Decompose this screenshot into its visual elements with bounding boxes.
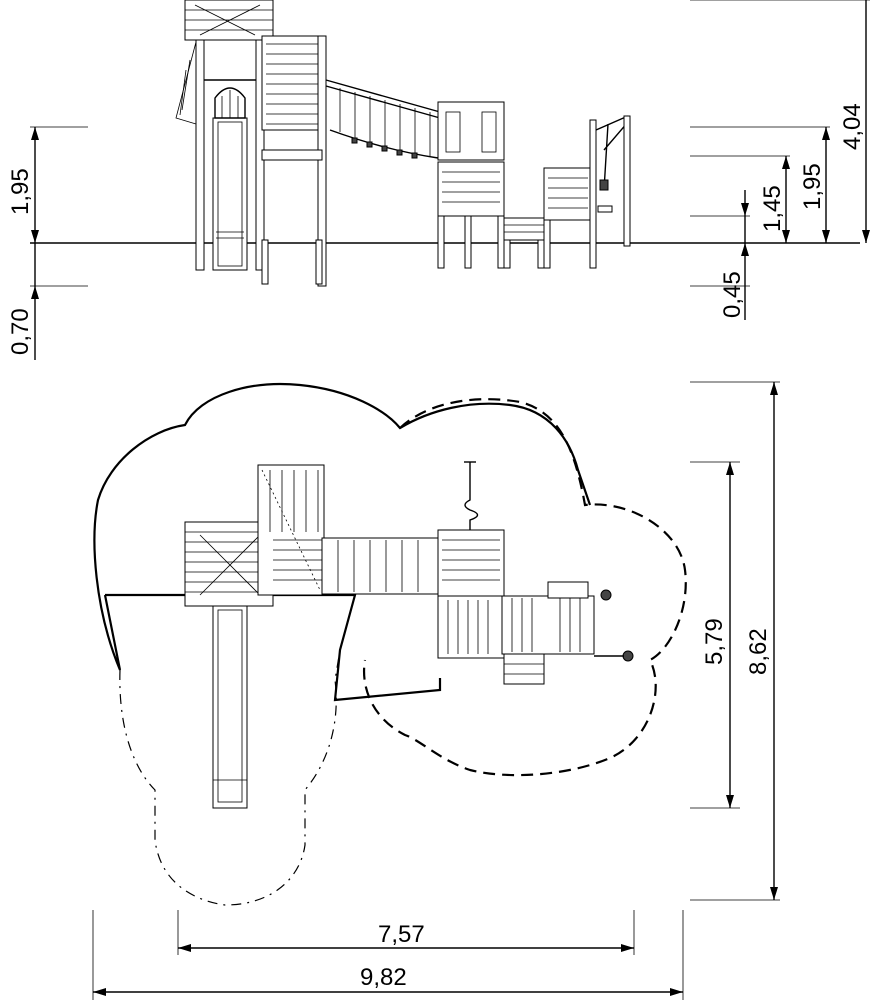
dim-right-total: 4,04	[839, 103, 866, 150]
dim-plan-width-equipment: 7,57	[378, 921, 425, 948]
dim-right-h2: 1,45	[759, 185, 786, 232]
safety-zone-left-dash	[119, 649, 341, 906]
plan-view: 7,57 9,82 5,79 8,62	[92, 381, 780, 1000]
plan-third-platform	[501, 581, 634, 685]
dim-left-height: 1,95	[7, 168, 34, 215]
climbing-tower	[261, 35, 327, 287]
crane-tower	[543, 115, 631, 269]
dim-plan-depth-total: 8,62	[745, 628, 772, 675]
dim-right-h1: 1,95	[799, 163, 826, 210]
elevation-dims-right	[690, 0, 870, 320]
plan-bridge	[321, 537, 441, 595]
safety-zone-right-dash	[362, 398, 687, 777]
dim-plan-depth-equipment: 5,79	[701, 618, 728, 665]
rope-bridge	[325, 79, 441, 159]
dim-right-depth: 0,45	[719, 271, 746, 318]
safety-zone-slide-outline	[105, 593, 442, 702]
second-tower	[437, 101, 545, 269]
safety-zone-solid	[93, 383, 592, 671]
plan-second-platform	[437, 461, 505, 659]
elevation-dims-left	[30, 126, 88, 360]
plan-climb-platform	[257, 464, 325, 596]
dim-left-depth: 0,70	[7, 308, 34, 355]
plan-slide	[212, 605, 248, 809]
plan-dims	[92, 381, 780, 1000]
elevation-view: 1,95 0,70 4,04 1,95 1,45 0,45	[7, 0, 870, 360]
main-tower	[175, 0, 274, 271]
dim-plan-width-total: 9,82	[360, 964, 407, 991]
